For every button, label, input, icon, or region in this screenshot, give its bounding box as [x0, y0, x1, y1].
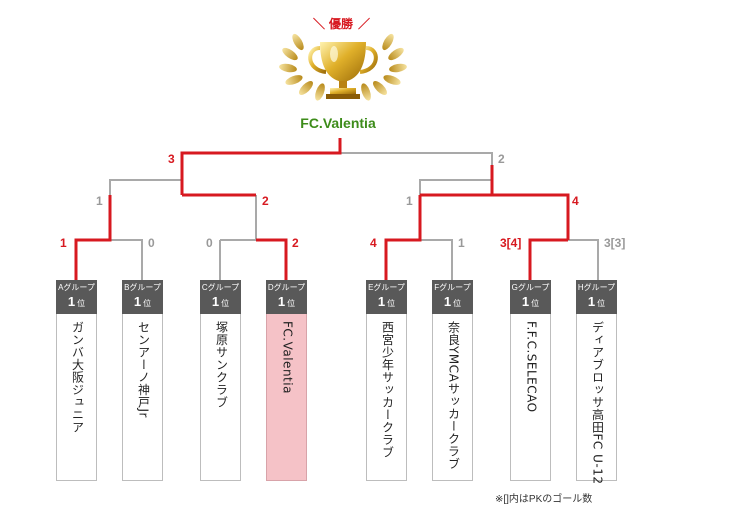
rank-suffix: 位 — [387, 299, 396, 308]
rank-suffix: 位 — [287, 299, 296, 308]
score-sf-1: 1 — [96, 194, 103, 208]
rank-suffix: 位 — [453, 299, 462, 308]
pk-footnote: ※[]内はPKのゴール数 — [495, 494, 593, 505]
rank-suffix: 位 — [597, 299, 606, 308]
group-label: Dグループ — [267, 283, 306, 292]
rank-number: 1 — [67, 294, 76, 309]
group-label: Aグループ — [58, 283, 95, 292]
group-label: Bグループ — [124, 283, 161, 292]
rank-suffix: 位 — [77, 299, 86, 308]
score-qf-b: 0 — [148, 236, 155, 250]
trophy-icon — [279, 33, 407, 101]
champion-badge: ＼ 優勝 ／ — [311, 13, 371, 31]
score-sf-3: 1 — [406, 194, 413, 208]
group-label: Fグループ — [434, 283, 471, 292]
rank-number: 1 — [133, 294, 142, 309]
badge-left-mark: ＼ — [313, 17, 326, 31]
rank-number: 1 — [521, 294, 530, 309]
rank-number: 1 — [443, 294, 452, 309]
score-qf-a: 1 — [60, 236, 67, 250]
team-name: ガンバ大阪ジュニア — [70, 321, 85, 434]
score-qf-c: 0 — [206, 236, 213, 250]
rank-number: 1 — [377, 294, 386, 309]
team-name: 塚原サンクラブ — [214, 321, 229, 409]
winner-team-label: FC.Valentia — [300, 115, 376, 131]
score-qf-e: 4 — [370, 236, 377, 250]
team-name: ディアブロッサ高田FC U-12 — [590, 321, 605, 485]
team-name: 西宮少年サッカークラブ — [380, 321, 395, 459]
score-qf-g: 3[4] — [500, 236, 522, 250]
score-final-right: 2 — [498, 152, 505, 166]
group-label: Gグループ — [511, 283, 550, 292]
team-name: FC.Valentia — [280, 321, 295, 394]
rank-number: 1 — [587, 294, 596, 309]
score-sf-2: 2 — [262, 194, 269, 208]
score-sf-4: 4 — [572, 194, 579, 208]
rank-suffix: 位 — [221, 299, 230, 308]
badge-right-mark: ／ — [358, 17, 371, 31]
score-qf-f: 1 — [458, 236, 465, 250]
rank-number: 1 — [277, 294, 286, 309]
rank-suffix: 位 — [531, 299, 540, 308]
team-name: 奈良YMCAサッカークラブ — [446, 321, 461, 470]
score-qf-h: 3[3] — [604, 236, 626, 250]
score-qf-d: 2 — [292, 236, 299, 250]
team-name: F.F.C.SELECAO — [524, 321, 539, 413]
group-label: Hグループ — [577, 283, 616, 292]
rank-number: 1 — [211, 294, 220, 309]
group-label: Cグループ — [201, 283, 240, 292]
champion-badge-label: 優勝 — [328, 17, 353, 31]
team-name: センアーノ神戸Jr — [136, 321, 151, 418]
group-label: Eグループ — [368, 283, 405, 292]
rank-suffix: 位 — [143, 299, 152, 308]
score-final-left: 3 — [168, 152, 175, 166]
losing-path-lines — [109, 152, 599, 281]
winning-path-lines — [74, 138, 570, 281]
